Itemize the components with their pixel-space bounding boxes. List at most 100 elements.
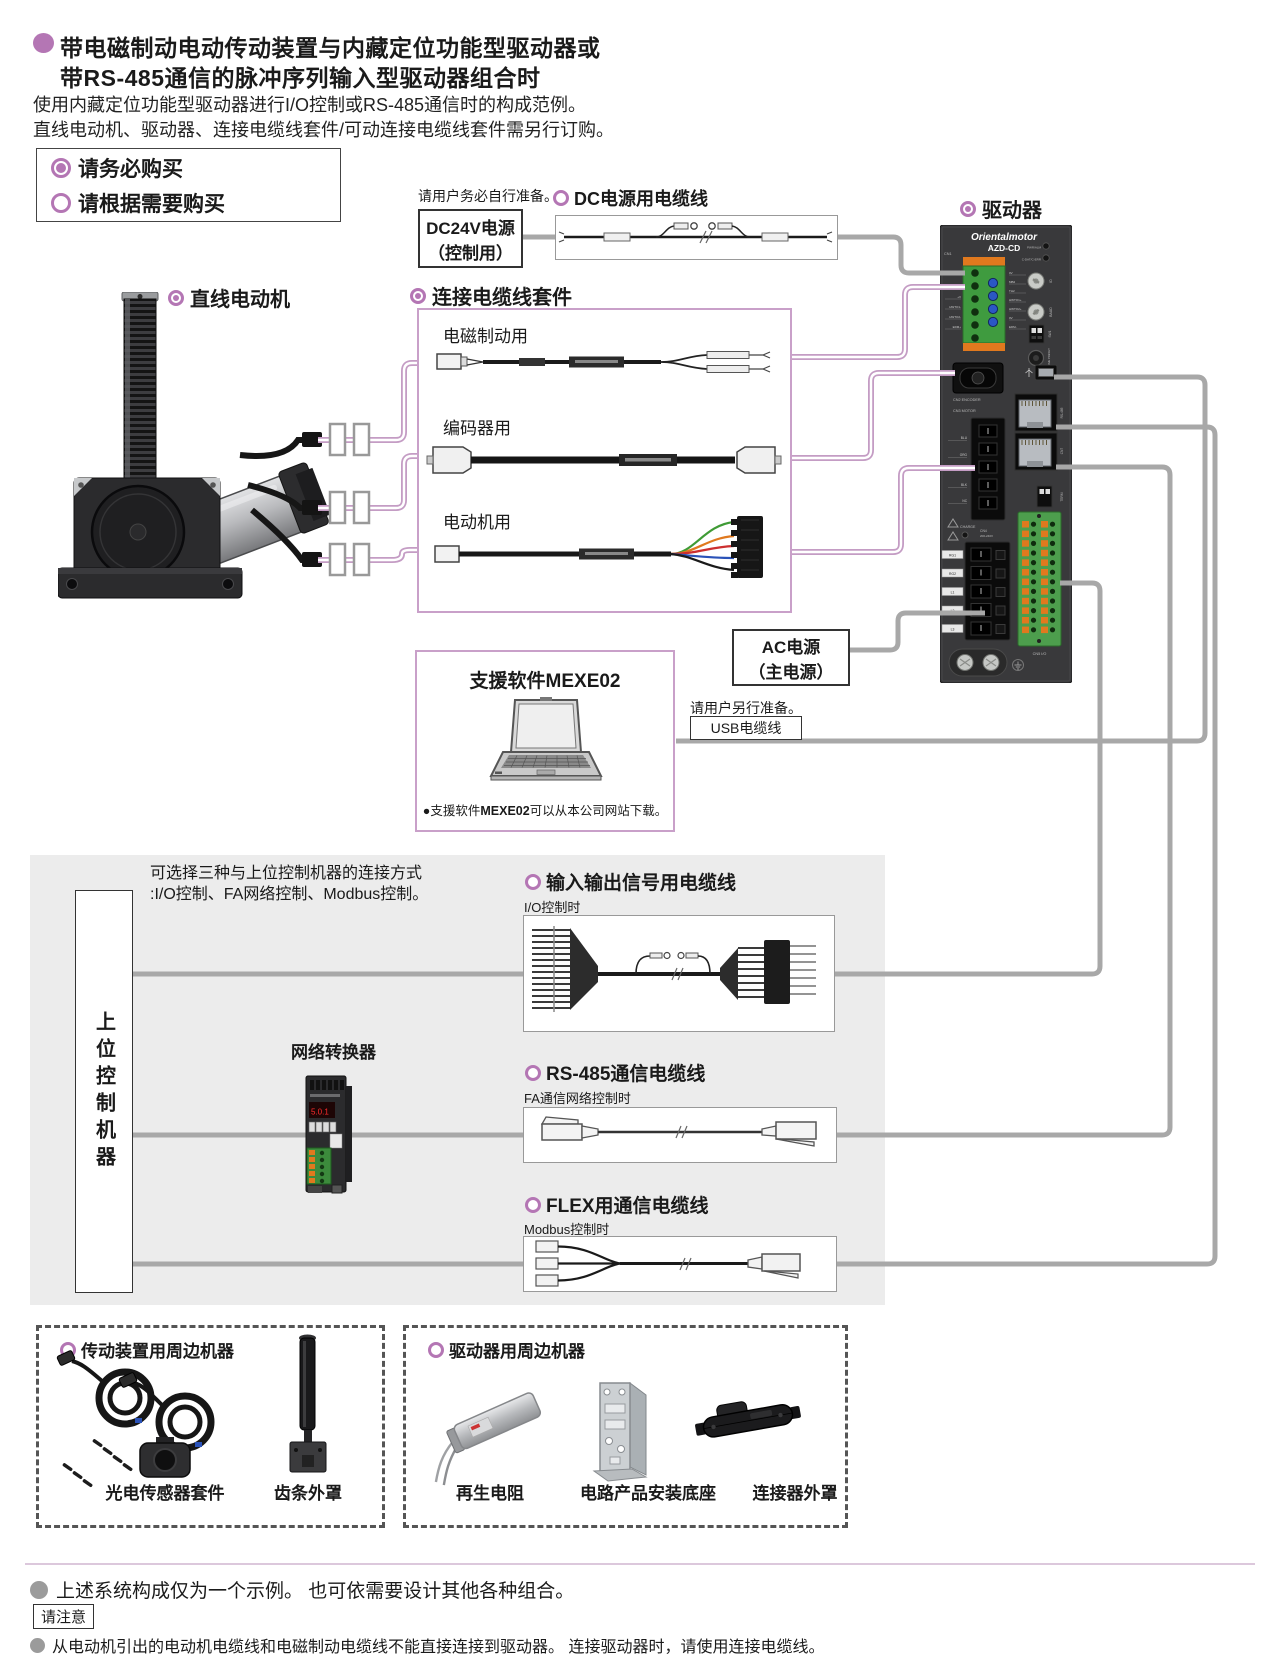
svg-text:ID: ID <box>1049 279 1053 283</box>
usb-prepare-note: 请用户另行准备。 <box>690 700 802 716</box>
software-title: 支援软件MEXE02 <box>470 666 621 693</box>
io-cable-image <box>532 926 816 1012</box>
dc24v-line2: （控制用） <box>428 243 513 263</box>
software-note: ●支援软件MEXE02可以从本公司网站下载。 <box>423 800 667 819</box>
photo-sensor-set-label: 光电传感器套件 <box>105 1484 225 1503</box>
flex-cable-header: FLEX用通信电缆线 <box>525 1191 709 1218</box>
footer-note1-text: 上述系统构成仅为一个示例。 也可依需要设计其他各种组合。 <box>56 1581 575 1602</box>
motor-cable-label: 电动机用 <box>443 513 511 532</box>
driver-model: AZD-CD <box>988 243 1021 253</box>
cn1-label: CN1 <box>944 252 952 256</box>
footer-note2: 从电动机引出的电动机电缆线和电磁制动电缆线不能直接连接到驱动器。 连接驱动器时，… <box>30 1633 824 1657</box>
ac-power-box: AC电源 （主电源） <box>732 629 850 686</box>
dc-cable-label: DC电源用电缆线 <box>574 189 708 209</box>
svg-text:TH1: TH1 <box>955 285 961 289</box>
footer-note1: 上述系统构成仅为一个示例。 也可依需要设计其他各种组合。 <box>30 1576 574 1603</box>
motor-header: 直线电动机 <box>168 283 290 312</box>
filled-ring-icon <box>410 287 426 304</box>
connector-cover-label: 连接器外罩 <box>752 1484 838 1503</box>
rack-cover-image <box>289 1334 327 1473</box>
rj45-jack-upper <box>1014 393 1058 432</box>
svg-text:TERM: TERM <box>1060 492 1064 501</box>
flex-cable-image <box>535 1240 801 1287</box>
svg-text:RG2: RG2 <box>949 572 956 576</box>
converter-display: 5.0.1 <box>311 1108 329 1117</box>
svg-text:0V: 0V <box>1009 316 1013 320</box>
flex-cable-label: FLEX用通信电缆线 <box>546 1196 709 1217</box>
encoder-cable-label: 编码器用 <box>443 419 511 438</box>
usb-cable-box: USB电缆线 <box>690 716 802 740</box>
svg-text:L2: L2 <box>951 609 955 613</box>
svg-text:BLK: BLK <box>961 483 968 487</box>
subtitle-line2: 直线电动机、驱动器、连接电缆线套件/可动连接电缆线套件需另行订购。 <box>33 120 614 140</box>
rack-cover-label: 齿条外罩 <box>274 1484 342 1503</box>
open-ring-icon <box>51 192 71 213</box>
svg-text:EDM-: EDM- <box>1009 325 1017 329</box>
caution-badge-label: 请注意 <box>41 1609 87 1626</box>
svg-text:RG1: RG1 <box>949 554 956 558</box>
mounting-bracket-label: 电路产品安装底座 <box>580 1484 716 1503</box>
svg-text:TH2: TH2 <box>1009 289 1015 293</box>
host-controller-box: 上位控制机器 <box>75 890 133 1293</box>
cable-kit-box: 电磁制动用 编码器用 电动机用 <box>417 308 792 613</box>
baud-rotary-switch: BAUD <box>1027 303 1053 321</box>
motor-cable-image <box>434 516 763 578</box>
svg-text:CN2 ENCODER: CN2 ENCODER <box>953 398 981 402</box>
svg-text:EDM+: EDM+ <box>953 325 962 329</box>
svg-text:HWTO2-: HWTO2- <box>949 315 961 319</box>
rs485-label: RS-485 <box>1060 407 1064 418</box>
network-converter-image: 5.0.1 <box>305 1075 352 1194</box>
gray-bullet-icon <box>30 1637 45 1653</box>
cn7-label: CN7 <box>1060 448 1064 455</box>
filled-ring-icon <box>51 157 71 178</box>
open-ring-icon <box>525 1196 541 1213</box>
software-box: 支援软件MEXE02 ●支援软件MEXE02可以从本公司网站下载。 <box>415 650 675 832</box>
svg-text:HWTO2+: HWTO2+ <box>1009 307 1022 311</box>
driver-peripherals-images <box>434 1382 801 1486</box>
motor-label: 直线电动机 <box>190 289 290 311</box>
mounting-base <box>58 567 243 599</box>
flex-cable-box <box>523 1236 837 1292</box>
kit-cable-images <box>426 351 782 578</box>
svg-text:ORG: ORG <box>960 453 968 457</box>
svg-text:HWTO1-: HWTO1- <box>949 305 961 309</box>
svg-text:CN5 I/O: CN5 I/O <box>1033 652 1047 656</box>
laptop-image <box>489 697 603 781</box>
driver-unit-image: Orientalmotor AZD-CD PWR/ALM C-DAT/C-ERR… <box>940 225 1072 683</box>
footer-divider <box>25 1563 1255 1565</box>
id-rotary-switch: ID <box>1027 272 1053 290</box>
svg-text:+V: +V <box>957 295 961 299</box>
cn3-label: CN3 MOTOR <box>953 409 976 413</box>
driver-label: 驱动器 <box>982 200 1042 222</box>
control-note-line2: :I/O控制、FA网络控制、Modbus控制。 <box>150 886 429 903</box>
title-bullet-icon <box>33 33 54 53</box>
svg-text:HWTO1+: HWTO1+ <box>1009 298 1022 302</box>
encoder-cable-image <box>426 446 782 474</box>
gear-housing <box>73 477 221 580</box>
regeneration-resistor-image <box>434 1392 542 1486</box>
cn4-label: CN4 <box>980 529 987 533</box>
photo-sensor-set-image <box>56 1350 215 1488</box>
control-note-line1: 可选择三种与上位控制机器的连接方式 <box>150 865 423 882</box>
rs485-cable-header: RS-485通信电缆线 <box>525 1059 705 1086</box>
subtitle-line1: 使用内藏定位功能型驱动器进行I/O控制或RS-485通信时的构成范例。 <box>33 95 587 115</box>
cable-kit-header: 连接电缆线套件 <box>410 281 572 310</box>
driver-header: 驱动器 <box>960 194 1042 223</box>
network-converter-label: 网络转换器 <box>291 1043 376 1062</box>
legend-optional: 请根据需要购买 <box>51 188 326 218</box>
io-cable-header: 输入输出信号用电缆线 <box>525 868 736 895</box>
open-ring-icon <box>525 873 541 890</box>
driver-peripherals-title: 驱动器用周边机器 <box>449 1342 585 1361</box>
page-title-line1: 带电磁制动电动传动装置与内藏定位功能型驱动器或 <box>60 35 601 61</box>
dc-cable-image <box>558 222 833 244</box>
flex-cable-sub: Modbus控制时 <box>524 1222 610 1237</box>
status-leds: PWR/ALM C-DAT/C-ERR <box>1022 242 1050 262</box>
svg-text:BAUD: BAUD <box>1049 307 1053 317</box>
filled-ring-icon <box>168 289 184 306</box>
open-ring-icon <box>525 1064 541 1081</box>
dc24v-line1: DC24V电源 <box>426 218 515 238</box>
usb-cable-label: USB电缆线 <box>710 720 782 736</box>
dc-cable-header: DC电源用电缆线 <box>553 185 708 211</box>
software-note-model: MEXE02 <box>480 804 530 818</box>
